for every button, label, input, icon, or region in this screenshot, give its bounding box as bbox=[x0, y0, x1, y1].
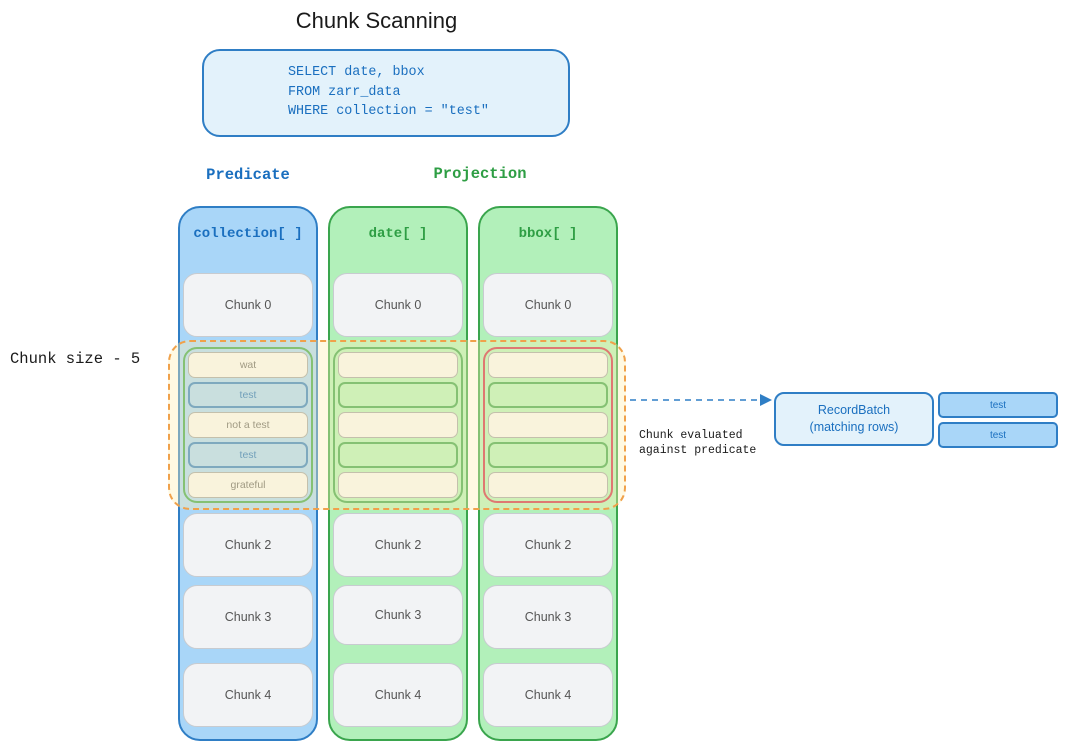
evaluated-chunk-highlight bbox=[168, 340, 626, 510]
bbox-row bbox=[488, 412, 608, 438]
date-chunk-2: Chunk 2 bbox=[333, 513, 463, 577]
record-batch-sublabel: (matching rows) bbox=[809, 420, 899, 434]
dashed-arrow-icon bbox=[630, 394, 772, 406]
date-chunk-4: Chunk 4 bbox=[333, 663, 463, 727]
bbox-chunk-2: Chunk 2 bbox=[483, 513, 613, 577]
evaluated-note-line: against predicate bbox=[639, 444, 757, 457]
collection-chunk-4: Chunk 4 bbox=[183, 663, 313, 727]
collection-chunk-1 bbox=[183, 347, 313, 503]
date-row-match bbox=[338, 442, 458, 468]
collection-row-match: test bbox=[188, 382, 308, 408]
bbox-chunk-1 bbox=[483, 347, 613, 503]
evaluated-note-line: Chunk evaluated bbox=[639, 429, 743, 442]
bbox-column-header: bbox[ ] bbox=[518, 226, 578, 242]
sql-query-box: SELECT date, bbox FROM zarr_data WHERE c… bbox=[202, 49, 570, 137]
collection-chunk-0: Chunk 0 bbox=[183, 273, 313, 337]
record-batch-box: RecordBatch (matching rows) bbox=[774, 392, 934, 446]
record-batch-row: test bbox=[938, 422, 1058, 448]
sql-line: WHERE collection = "test" bbox=[288, 104, 489, 119]
bbox-chunk-4: Chunk 4 bbox=[483, 663, 613, 727]
bbox-row bbox=[488, 352, 608, 378]
diagram-title: Chunk Scanning bbox=[295, 8, 458, 33]
date-chunk-3: Chunk 3 bbox=[333, 585, 463, 645]
date-chunk-0: Chunk 0 bbox=[333, 273, 463, 337]
date-row bbox=[338, 412, 458, 438]
collection-row: grateful bbox=[188, 472, 308, 498]
sql-line: SELECT date, bbox bbox=[288, 65, 425, 80]
record-batch-label: RecordBatch bbox=[817, 403, 891, 417]
collection-column-header: collection[ ] bbox=[193, 226, 303, 242]
collection-row: wat bbox=[188, 352, 308, 378]
date-row bbox=[338, 472, 458, 498]
collection-chunk-3: Chunk 3 bbox=[183, 585, 313, 649]
record-batch-row: test bbox=[938, 392, 1058, 418]
bbox-row-match bbox=[488, 442, 608, 468]
date-column-header: date[ ] bbox=[368, 226, 428, 242]
predicate-label: Predicate bbox=[206, 166, 290, 184]
chunk-size-label: Chunk size - 5 bbox=[10, 350, 141, 368]
bbox-row-match bbox=[488, 382, 608, 408]
collection-chunk-2: Chunk 2 bbox=[183, 513, 313, 577]
collection-row-match: test bbox=[188, 442, 308, 468]
collection-row: not a test bbox=[188, 412, 308, 438]
projection-label: Projection bbox=[433, 165, 527, 183]
evaluated-note: Chunk evaluated against predicate bbox=[639, 428, 756, 458]
sql-line: FROM zarr_data bbox=[288, 84, 401, 100]
bbox-chunk-0: Chunk 0 bbox=[483, 273, 613, 337]
date-row bbox=[338, 352, 458, 378]
date-chunk-1 bbox=[333, 347, 463, 503]
bbox-chunk-3: Chunk 3 bbox=[483, 585, 613, 649]
bbox-row bbox=[488, 472, 608, 498]
date-row-match bbox=[338, 382, 458, 408]
